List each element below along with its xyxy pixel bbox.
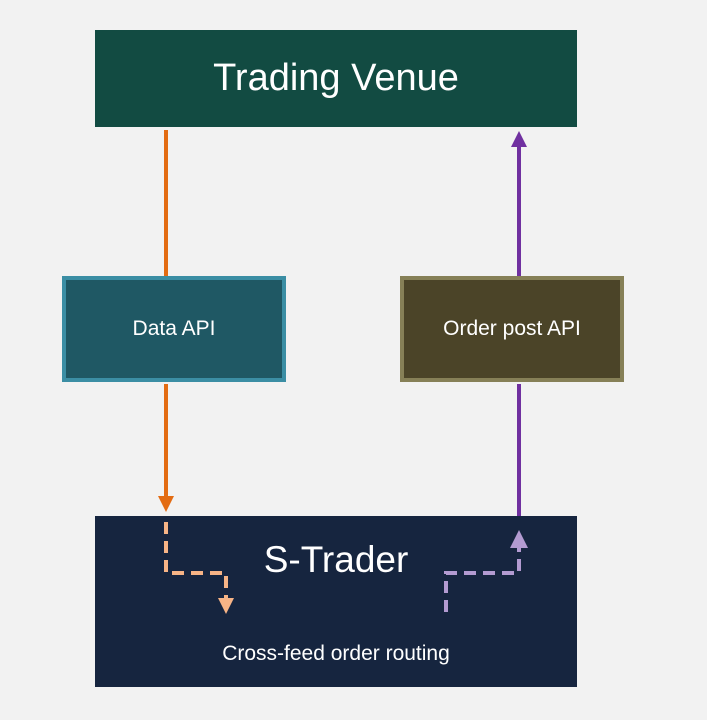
- data-api-label: Data API: [132, 317, 216, 340]
- trading-venue-label: Trading Venue: [213, 57, 459, 99]
- data-api-box: Data API: [62, 276, 286, 382]
- order-post-api-label: Order post API: [443, 317, 581, 340]
- order-post-api-box: Order post API: [400, 276, 624, 382]
- s-trader-box: S-Trader Cross-feed order routing: [95, 516, 577, 687]
- s-trader-subtitle: Cross-feed order routing: [222, 642, 450, 665]
- trading-venue-box: Trading Venue: [95, 30, 577, 127]
- data-arrow-head: [158, 496, 174, 512]
- order-arrow-head: [511, 131, 527, 147]
- s-trader-title: S-Trader: [263, 539, 409, 580]
